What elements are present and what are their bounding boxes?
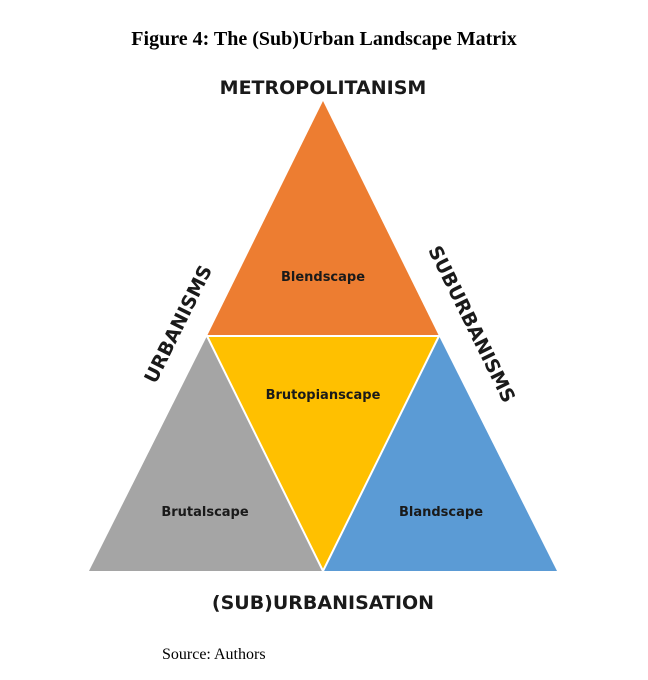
axis-label-top: METROPOLITANISM: [220, 77, 427, 99]
region-label-left: Brutalscape: [161, 505, 249, 520]
region-label-top: Blendscape: [281, 270, 365, 285]
region-label-center: Brutopianscape: [266, 388, 381, 403]
region-right-triangle: [323, 336, 557, 571]
region-top-triangle: [207, 101, 439, 336]
axis-label-bottom: (SUB)URBANISATION: [212, 592, 434, 614]
region-left-triangle: [89, 336, 323, 571]
figure-title: Figure 4: The (Sub)Urban Landscape Matri…: [131, 28, 517, 50]
region-center-triangle: [207, 336, 439, 571]
region-divider: [206, 335, 441, 574]
source-note: Source: Authors: [162, 646, 266, 663]
region-label-right: Blandscape: [399, 505, 483, 520]
